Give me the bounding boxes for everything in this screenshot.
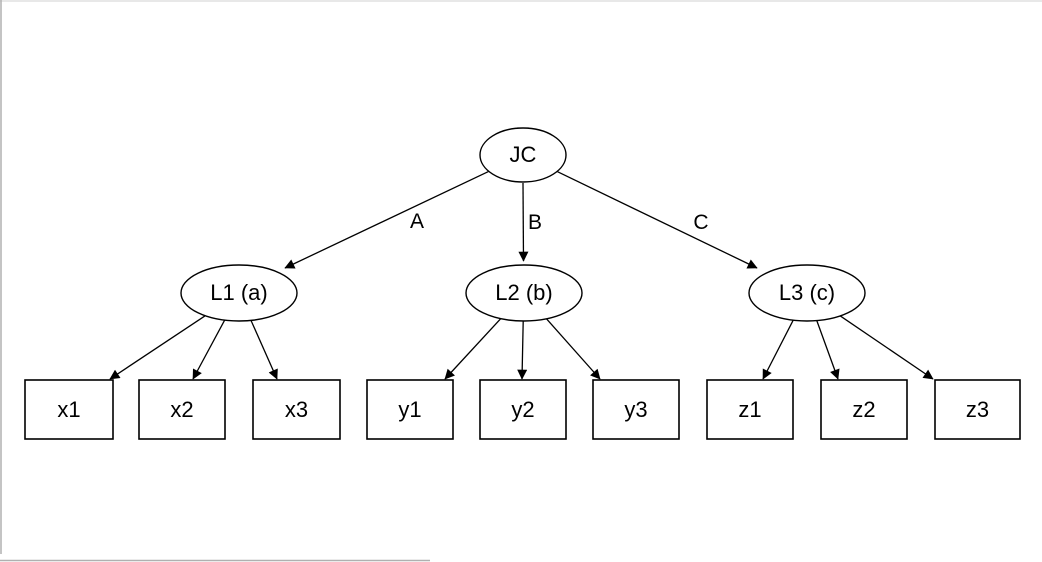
node-z1-label: z1 [738,397,761,422]
node-z2-label: z2 [852,397,875,422]
node-y2: y2 [479,379,567,440]
node-l3-label: L3 (c) [779,280,835,305]
node-l1: L1 (a) [180,264,298,322]
node-l2-label: L2 (b) [495,280,552,305]
edge-l1-to-x1 [109,315,206,380]
node-y1-box [366,379,454,440]
node-z2: z2 [820,379,908,440]
edge-l3-to-z2 [816,320,840,380]
node-z3-box [934,379,1021,440]
node-jc: JC [479,127,567,183]
node-jc-label: JC [510,142,537,167]
node-x1: x1 [24,379,114,440]
edge-jc-to-l2 [518,182,529,262]
edge-label-c: C [693,211,708,234]
edge-l3-to-z1 [762,319,794,380]
node-y3: y3 [592,379,680,440]
edge-label-a: A [410,210,424,233]
edge-label-b: B [528,211,542,234]
edge-jc-to-l3 [557,171,758,269]
node-y1: y1 [366,379,454,440]
node-y2-box [479,379,567,440]
node-x2-box [138,379,226,440]
node-x3: x3 [252,379,341,440]
node-l3: L3 (c) [748,264,866,322]
node-z3-label: z3 [966,397,989,422]
edge-l2-to-y3 [546,318,601,380]
node-l2-ellipse [465,264,583,322]
node-x2-label: x2 [170,397,193,422]
node-z3: z3 [934,379,1021,440]
node-x2: x2 [138,379,226,440]
node-l1-ellipse [180,264,298,322]
node-jc-ellipse [479,127,567,183]
node-x3-box [252,379,341,440]
node-y3-label: y3 [624,397,647,422]
edge-l2-to-y2 [517,320,528,380]
node-x1-label: x1 [57,397,80,422]
node-l1-label: L1 (a) [210,280,267,305]
node-x1-box [24,379,114,440]
edge-l1-to-x2 [192,319,226,380]
node-z2-box [820,379,908,440]
edge-jc-to-l1 [284,171,489,269]
edge-l1-to-x3 [250,320,278,380]
node-z1: z1 [706,379,794,440]
node-z1-box [706,379,794,440]
node-y2-label: y2 [511,397,534,422]
node-y3-box [592,379,680,440]
edge-l2-to-y1 [444,318,502,380]
node-y1-label: y1 [398,397,421,422]
node-l3-ellipse [748,264,866,322]
edge-l3-to-z3 [839,315,934,380]
node-x3-label: x3 [285,397,308,422]
node-l2: L2 (b) [465,264,583,322]
